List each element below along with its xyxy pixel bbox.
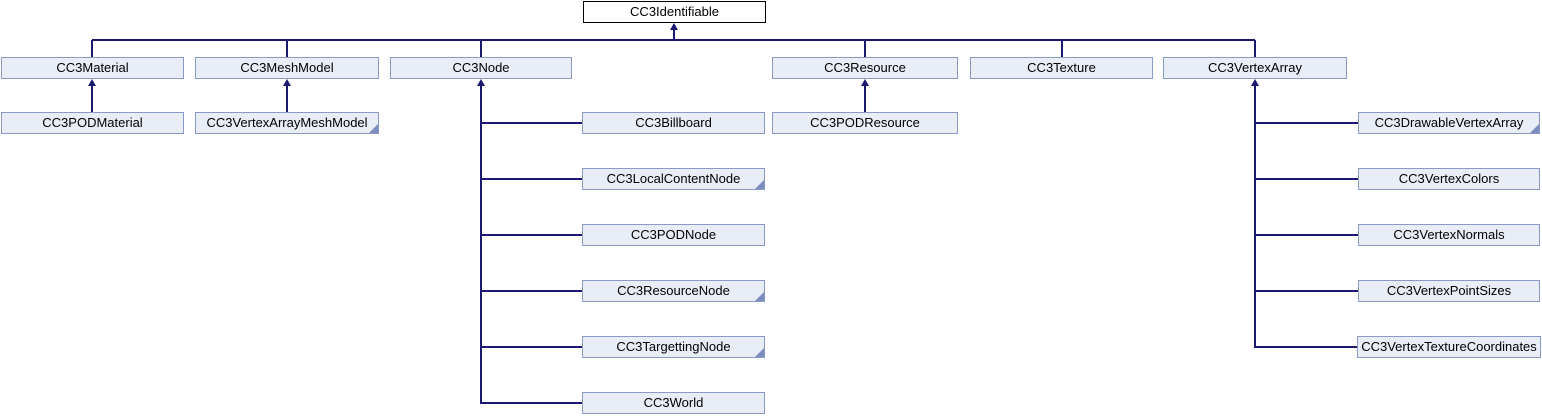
edge-line bbox=[1255, 346, 1358, 348]
edge-line bbox=[673, 29, 675, 40]
truncated-subclasses-corner-icon bbox=[1530, 124, 1539, 133]
class-node-CC3MeshModel[interactable]: CC3MeshModel bbox=[195, 57, 379, 79]
edge-line bbox=[864, 85, 866, 112]
class-node-CC3World[interactable]: CC3World bbox=[582, 392, 765, 414]
edge-line bbox=[1255, 290, 1358, 292]
edge-line bbox=[91, 85, 93, 112]
class-node-label: CC3PODNode bbox=[630, 227, 717, 242]
class-node-CC3LocalContentNode[interactable]: CC3LocalContentNode bbox=[582, 168, 765, 190]
truncated-subclasses-corner-icon bbox=[369, 124, 378, 133]
class-node-label: CC3LocalContentNode bbox=[606, 171, 741, 186]
edge-line bbox=[286, 85, 288, 112]
class-node-label: CC3Identifiable bbox=[630, 4, 719, 19]
edge-line bbox=[1255, 234, 1358, 236]
inheritance-arrowhead-icon bbox=[477, 79, 485, 86]
edge-line bbox=[481, 346, 582, 348]
class-node-CC3Node[interactable]: CC3Node bbox=[390, 57, 572, 79]
truncated-subclasses-corner-icon bbox=[755, 348, 764, 357]
class-node-label: CC3VertexNormals bbox=[1393, 227, 1505, 242]
class-node-label: CC3DrawableVertexArray bbox=[1374, 115, 1524, 130]
class-node-label: CC3VertexColors bbox=[1398, 171, 1500, 186]
class-node-CC3Resource[interactable]: CC3Resource bbox=[772, 57, 958, 79]
class-node-CC3VertexColors[interactable]: CC3VertexColors bbox=[1358, 168, 1540, 190]
edge-line bbox=[1254, 40, 1256, 57]
class-node-CC3PODMaterial[interactable]: CC3PODMaterial bbox=[1, 112, 184, 134]
class-node-CC3Billboard[interactable]: CC3Billboard bbox=[582, 112, 765, 134]
edge-line bbox=[481, 122, 582, 124]
class-node-label: CC3PODResource bbox=[810, 115, 920, 130]
truncated-subclasses-corner-icon bbox=[755, 292, 764, 301]
class-node-CC3VertexArrayMeshModel[interactable]: CC3VertexArrayMeshModel bbox=[195, 112, 379, 134]
class-node-CC3VertexPointSizes[interactable]: CC3VertexPointSizes bbox=[1358, 280, 1540, 302]
edge-line bbox=[481, 234, 582, 236]
edge-line bbox=[864, 40, 866, 57]
class-node-label: CC3TargettingNode bbox=[616, 339, 731, 354]
class-node-label: CC3VertexPointSizes bbox=[1386, 283, 1512, 298]
class-node-label: CC3Texture bbox=[1027, 60, 1096, 75]
class-node-label: CC3VertexTextureCoordinates bbox=[1361, 339, 1537, 354]
inheritance-arrowhead-icon bbox=[283, 79, 291, 86]
class-node-CC3Material[interactable]: CC3Material bbox=[1, 57, 184, 79]
edge-line bbox=[481, 178, 582, 180]
edge-line bbox=[286, 40, 288, 57]
class-node-CC3ResourceNode[interactable]: CC3ResourceNode bbox=[582, 280, 765, 302]
class-node-CC3VertexArray[interactable]: CC3VertexArray bbox=[1163, 57, 1347, 79]
class-node-CC3VertexNormals[interactable]: CC3VertexNormals bbox=[1358, 224, 1540, 246]
class-node-CC3Texture[interactable]: CC3Texture bbox=[970, 57, 1153, 79]
class-node-label: CC3Material bbox=[56, 60, 129, 75]
class-node-CC3VertexTextureCoordinates[interactable]: CC3VertexTextureCoordinates bbox=[1357, 336, 1541, 358]
class-node-CC3DrawableVertexArray[interactable]: CC3DrawableVertexArray bbox=[1358, 112, 1540, 134]
class-node-label: CC3VertexArrayMeshModel bbox=[206, 115, 368, 130]
edge-line bbox=[1255, 122, 1358, 124]
edge-line bbox=[91, 40, 93, 57]
edge-line bbox=[481, 402, 582, 404]
class-node-label: CC3World bbox=[643, 395, 704, 410]
inheritance-arrowhead-icon bbox=[670, 23, 678, 30]
class-node-label: CC3Billboard bbox=[635, 115, 712, 130]
edge-line bbox=[480, 85, 482, 404]
inheritance-arrowhead-icon bbox=[861, 79, 869, 86]
class-node-CC3TargettingNode[interactable]: CC3TargettingNode bbox=[582, 336, 765, 358]
class-node-CC3Identifiable: CC3Identifiable bbox=[583, 1, 766, 23]
edge-line bbox=[1255, 178, 1358, 180]
class-node-label: CC3PODMaterial bbox=[42, 115, 143, 130]
edge-line bbox=[481, 290, 582, 292]
class-node-label: CC3Node bbox=[452, 60, 510, 75]
class-node-label: CC3MeshModel bbox=[240, 60, 334, 75]
class-node-CC3PODResource[interactable]: CC3PODResource bbox=[772, 112, 958, 134]
truncated-subclasses-corner-icon bbox=[755, 180, 764, 189]
edge-line bbox=[480, 40, 482, 57]
class-node-CC3PODNode[interactable]: CC3PODNode bbox=[582, 224, 765, 246]
class-node-label: CC3Resource bbox=[824, 60, 906, 75]
edge-line bbox=[1061, 40, 1063, 57]
edge-line bbox=[92, 39, 1255, 41]
inheritance-arrowhead-icon bbox=[88, 79, 96, 86]
inheritance-arrowhead-icon bbox=[1251, 79, 1259, 86]
class-node-label: CC3ResourceNode bbox=[617, 283, 730, 298]
edge-line bbox=[1254, 85, 1256, 348]
class-node-label: CC3VertexArray bbox=[1208, 60, 1302, 75]
